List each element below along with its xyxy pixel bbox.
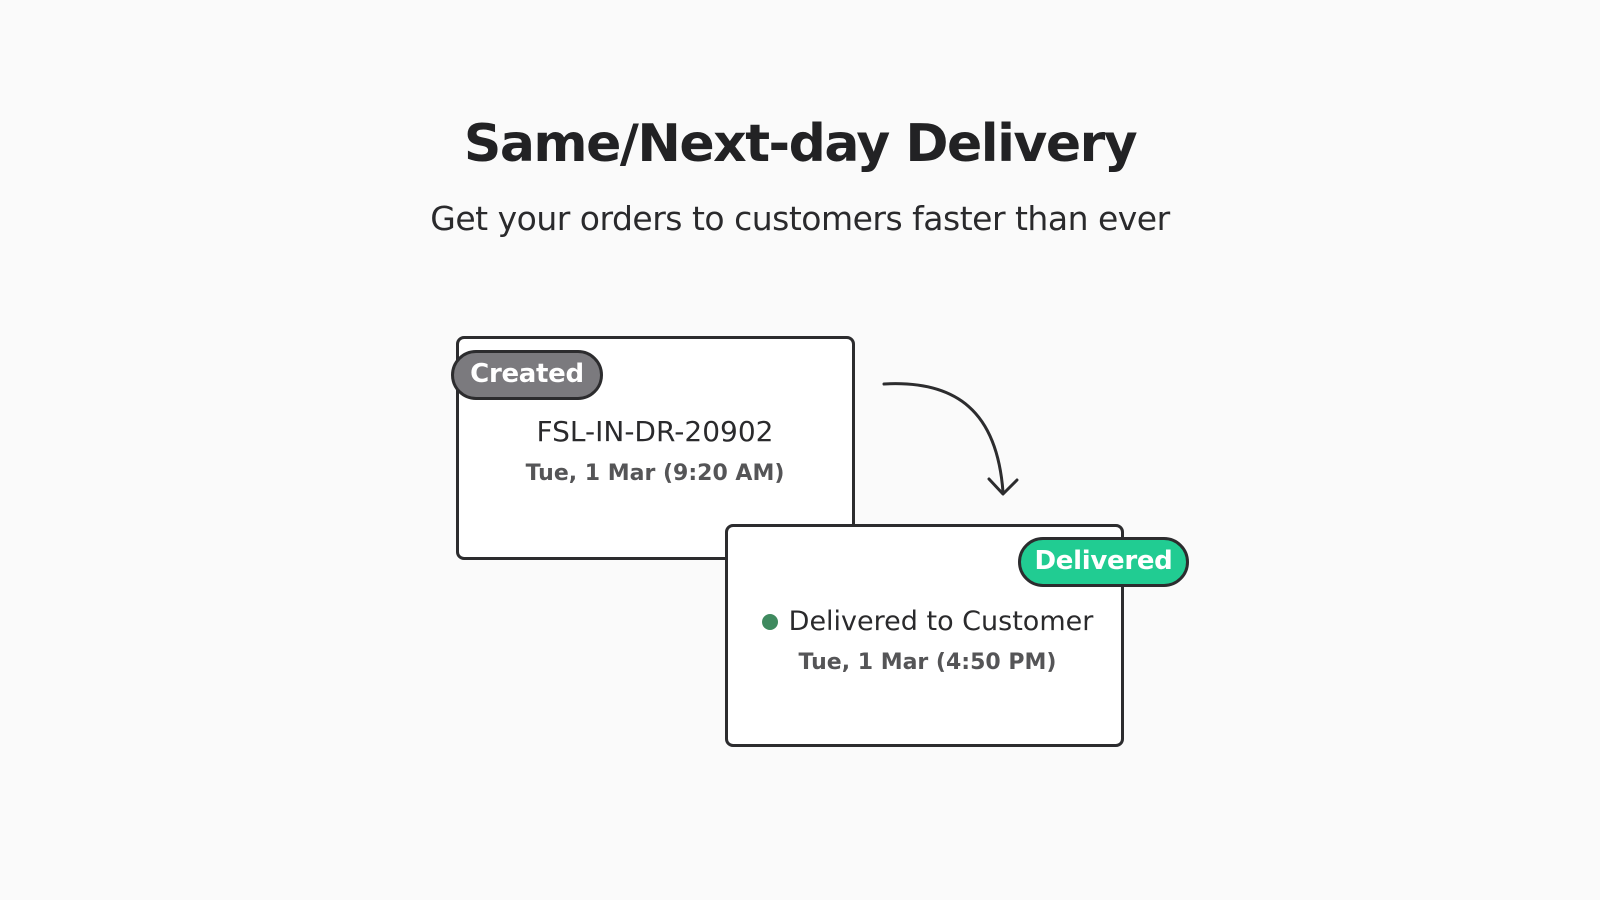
created-status-badge: Created bbox=[451, 350, 603, 400]
created-timestamp: Tue, 1 Mar (9:20 AM) bbox=[525, 461, 785, 486]
page-title: Same/Next-day Delivery bbox=[463, 114, 1138, 174]
delivery-status: Delivered to Customer bbox=[755, 602, 1100, 642]
delivered-status-badge: Delivered bbox=[1018, 537, 1189, 587]
order-id: FSL-IN-DR-20902 bbox=[536, 415, 774, 448]
delivery-status-text: Delivered to Customer bbox=[788, 606, 1094, 637]
page-subtitle: Get your orders to customers faster than… bbox=[430, 199, 1170, 238]
delivered-timestamp: Tue, 1 Mar (4:50 PM) bbox=[798, 650, 1057, 675]
status-dot-icon bbox=[761, 614, 778, 630]
curved-arrow-icon bbox=[882, 382, 1019, 496]
